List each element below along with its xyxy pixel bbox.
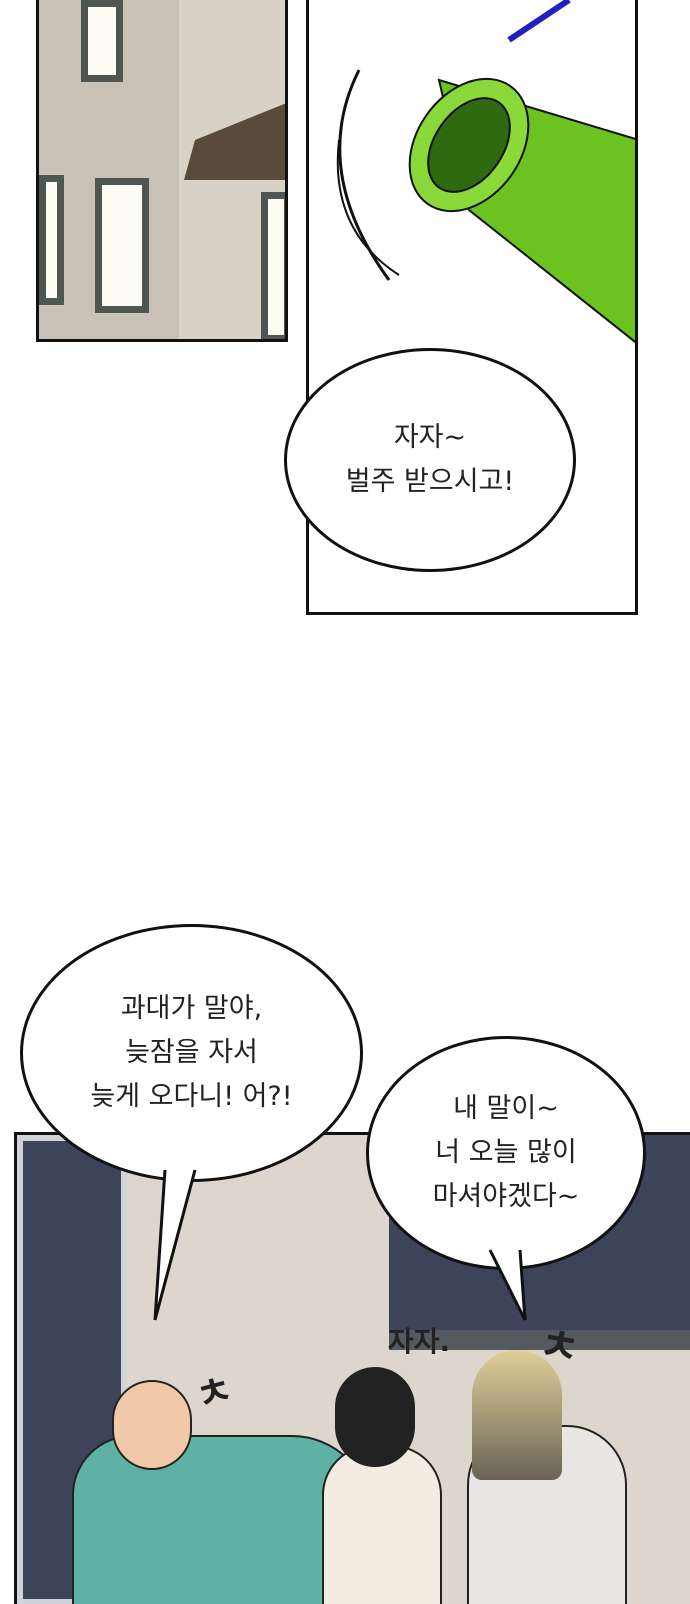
panel-building	[36, 0, 288, 342]
bottle-illustration	[336, 0, 635, 344]
window	[261, 192, 285, 339]
bubble-line: 늦잠을 자서	[125, 1037, 258, 1068]
person-middle-head	[335, 1367, 415, 1467]
window	[95, 178, 149, 313]
bubble-line: 늦게 오다니! 어?!	[90, 1081, 293, 1112]
person-middle-sweater	[322, 1445, 442, 1604]
person-left-head	[112, 1380, 192, 1470]
window	[39, 175, 64, 305]
speech-bubble-penalty-drink: 자자~ 벌주 받으시고!	[284, 348, 576, 572]
window	[81, 0, 123, 82]
bubble-tails	[153, 1169, 527, 1321]
bubble-line: 자자~	[393, 422, 467, 453]
sound-effect-jaja: 자자.	[388, 1325, 451, 1358]
bubble-line: 내 말이~	[453, 1093, 559, 1124]
bubble-line: 마셔야겠다~	[432, 1181, 580, 1212]
bubble-line: 너 오늘 많이	[435, 1137, 577, 1168]
bubble-line: 과대가 말야,	[120, 993, 263, 1024]
bubble-line: 벌주 받으시고!	[345, 466, 515, 497]
person-right-hair	[472, 1350, 562, 1480]
